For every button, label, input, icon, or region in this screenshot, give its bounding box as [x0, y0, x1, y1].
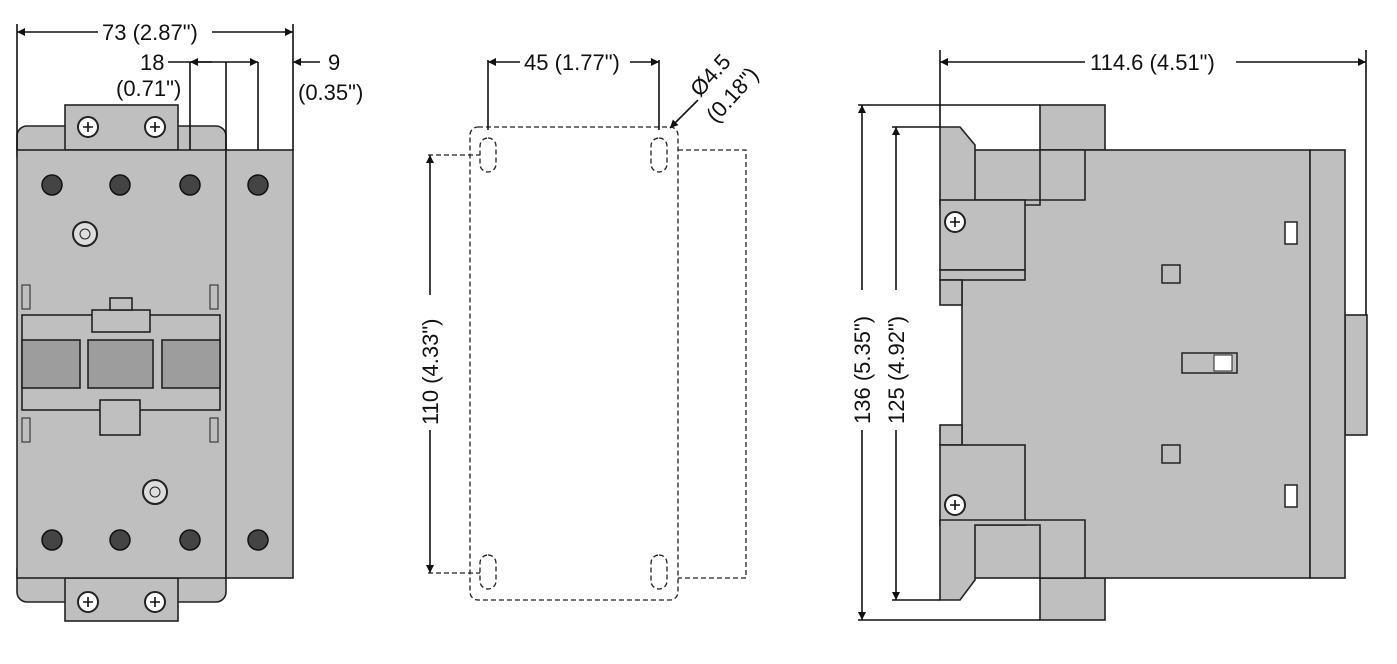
side-view: 114.6 (4.51") 136 (5.35") 125 (4.92") [850, 50, 1368, 621]
screw-icons [72, 116, 168, 613]
contact-block [21, 284, 221, 443]
hole-spacing-horizontal: 45 (1.77") [524, 50, 620, 75]
outline-main [469, 126, 679, 601]
front-view: 73 (2.87") 18 (0.71") 9 (0.35") [16, 20, 363, 622]
hole-spacing-vertical: 110 (4.33") [418, 319, 443, 425]
aux-module [225, 149, 294, 579]
aux-dimension-mm: 9 [328, 50, 340, 75]
upper-frame [939, 199, 1026, 271]
rear-cap [1309, 149, 1346, 579]
top-block [1039, 104, 1106, 151]
front-dimensions [16, 24, 320, 150]
bottom-block [1039, 577, 1106, 621]
depth-dimension-label: 114.6 (4.51") [1090, 50, 1215, 75]
lower-bracket [939, 519, 1086, 601]
aux-dimension-in: (0.35") [298, 80, 363, 105]
width-dimension-label: 73 (2.87") [102, 20, 198, 45]
outline-aux [678, 149, 747, 579]
pole-dimension-mm: 18 [140, 50, 164, 75]
screw-icons-side [944, 211, 966, 516]
body-height-label: 125 (4.92") [884, 316, 909, 424]
mounting-view: 45 (1.77") 110 (4.33") Ø4.5 (0.18") [418, 49, 763, 601]
total-height-label: 136 (5.35") [850, 316, 875, 424]
pole-dimension-in: (0.71") [116, 76, 181, 101]
terminal-icons [41, 174, 269, 551]
mounting-hole-icons [479, 137, 668, 590]
rail-clip [1344, 314, 1368, 436]
